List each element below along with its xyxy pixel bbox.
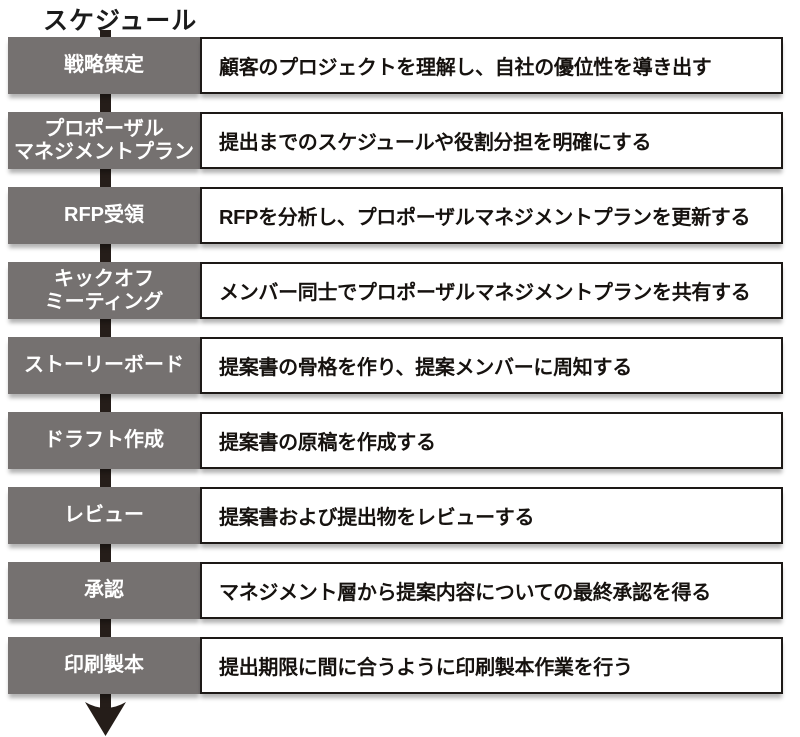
step-description: 顧客のプロジェクトを理解し、自社の優位性を導き出す <box>219 57 712 79</box>
step-label-box: RFP受領 <box>8 187 200 244</box>
step-label: キックオフミーティング <box>44 267 164 313</box>
process-step-row: 戦略策定 顧客のプロジェクトを理解し、自社の優位性を導き出す <box>8 37 800 94</box>
step-description: 提案書の骨格を作り、提案メンバーに周知する <box>219 357 632 379</box>
step-description-box: 提案書の骨格を作り、提案メンバーに周知する <box>200 337 783 394</box>
process-step-row: プロポーザルマネジメントプラン 提出までのスケジュールや役割分担を明確にする <box>8 112 800 169</box>
down-arrowhead-icon <box>85 702 126 736</box>
step-description-box: 提案書の原稿を作成する <box>200 412 783 469</box>
step-description-box: 顧客のプロジェクトを理解し、自社の優位性を導き出す <box>200 37 783 94</box>
step-label: プロポーザルマネジメントプラン <box>14 117 194 163</box>
step-label: RFP受領 <box>64 204 144 226</box>
step-label-box: 承認 <box>8 562 200 619</box>
step-description: マネジメント層から提案内容についての最終承認を得る <box>219 582 711 604</box>
step-description-box: マネジメント層から提案内容についての最終承認を得る <box>200 562 783 619</box>
process-step-row: ストーリーボード 提案書の骨格を作り、提案メンバーに周知する <box>8 337 800 394</box>
step-description-box: 提出までのスケジュールや役割分担を明確にする <box>200 112 783 169</box>
step-label: 印刷製本 <box>64 654 144 676</box>
step-description: 提案書の原稿を作成する <box>219 432 436 454</box>
step-label-box: レビュー <box>8 487 200 544</box>
step-description: メンバー同士でプロポーザルマネジメントプランを共有する <box>219 282 751 304</box>
step-label-box: 戦略策定 <box>8 37 200 94</box>
process-step-row: 承認 マネジメント層から提案内容についての最終承認を得る <box>8 562 800 619</box>
steps-list: 戦略策定 顧客のプロジェクトを理解し、自社の優位性を導き出す プロポーザルマネジ… <box>0 37 800 694</box>
step-label-box: ストーリーボード <box>8 337 200 394</box>
step-description-box: 提案書および提出物をレビューする <box>200 487 783 544</box>
step-description: 提案書および提出物をレビューする <box>219 507 535 529</box>
step-label: 戦略策定 <box>64 54 144 76</box>
step-label: レビュー <box>64 504 144 526</box>
process-step-row: RFP受領 RFPを分析し、プロポーザルマネジメントプランを更新する <box>8 187 800 244</box>
step-description-box: メンバー同士でプロポーザルマネジメントプランを共有する <box>200 262 783 319</box>
step-description-box: RFPを分析し、プロポーザルマネジメントプランを更新する <box>200 187 783 244</box>
step-label: ストーリーボード <box>24 354 184 376</box>
step-description: RFPを分析し、プロポーザルマネジメントプランを更新する <box>219 207 751 229</box>
step-label-box: 印刷製本 <box>8 637 200 694</box>
step-label: 承認 <box>84 579 124 601</box>
process-step-row: 印刷製本 提出期限に間に合うように印刷製本作業を行う <box>8 637 800 694</box>
step-label-box: プロポーザルマネジメントプラン <box>8 112 200 169</box>
process-step-row: レビュー 提案書および提出物をレビューする <box>8 487 800 544</box>
process-step-row: キックオフミーティング メンバー同士でプロポーザルマネジメントプランを共有する <box>8 262 800 319</box>
step-description: 提出までのスケジュールや役割分担を明確にする <box>219 132 652 154</box>
step-description: 提出期限に間に合うように印刷製本作業を行う <box>219 657 633 679</box>
step-description-box: 提出期限に間に合うように印刷製本作業を行う <box>200 637 783 694</box>
process-step-row: ドラフト作成 提案書の原稿を作成する <box>8 412 800 469</box>
step-label: ドラフト作成 <box>44 429 164 451</box>
step-label-box: ドラフト作成 <box>8 412 200 469</box>
diagram-title: スケジュール <box>43 7 198 35</box>
step-label-box: キックオフミーティング <box>8 262 200 319</box>
